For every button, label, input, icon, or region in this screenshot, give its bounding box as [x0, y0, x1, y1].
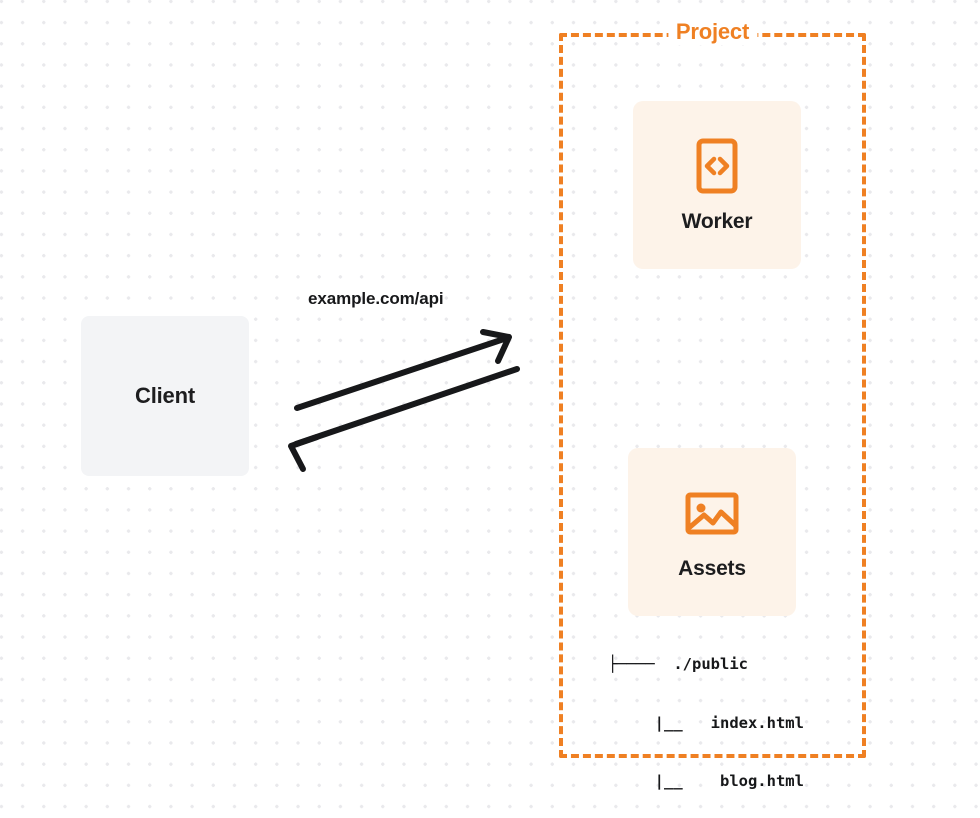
node-client[interactable]: Client [81, 316, 249, 476]
node-assets[interactable]: Assets [628, 448, 796, 616]
connector-label: example.com/api [308, 289, 444, 308]
node-client-label: Client [135, 383, 195, 408]
node-assets-label: Assets [678, 557, 746, 580]
project-group-title: Project [667, 19, 758, 45]
file-tree-row: |__ index.html [608, 713, 804, 732]
code-brackets-icon [696, 138, 738, 194]
connector-arrows [288, 329, 520, 472]
assets-file-tree: ├──── ./public |__ index.html |__ blog.h… [608, 616, 804, 818]
node-worker[interactable]: Worker [633, 101, 801, 269]
project-group: Project [559, 19, 866, 758]
response-arrow-icon [288, 366, 520, 472]
file-tree-row: ├──── ./public [608, 655, 748, 673]
request-arrow-icon [294, 329, 512, 411]
file-tree-row: |__ blog.html [608, 772, 804, 790]
image-icon [685, 492, 739, 535]
node-worker-label: Worker [681, 210, 753, 233]
